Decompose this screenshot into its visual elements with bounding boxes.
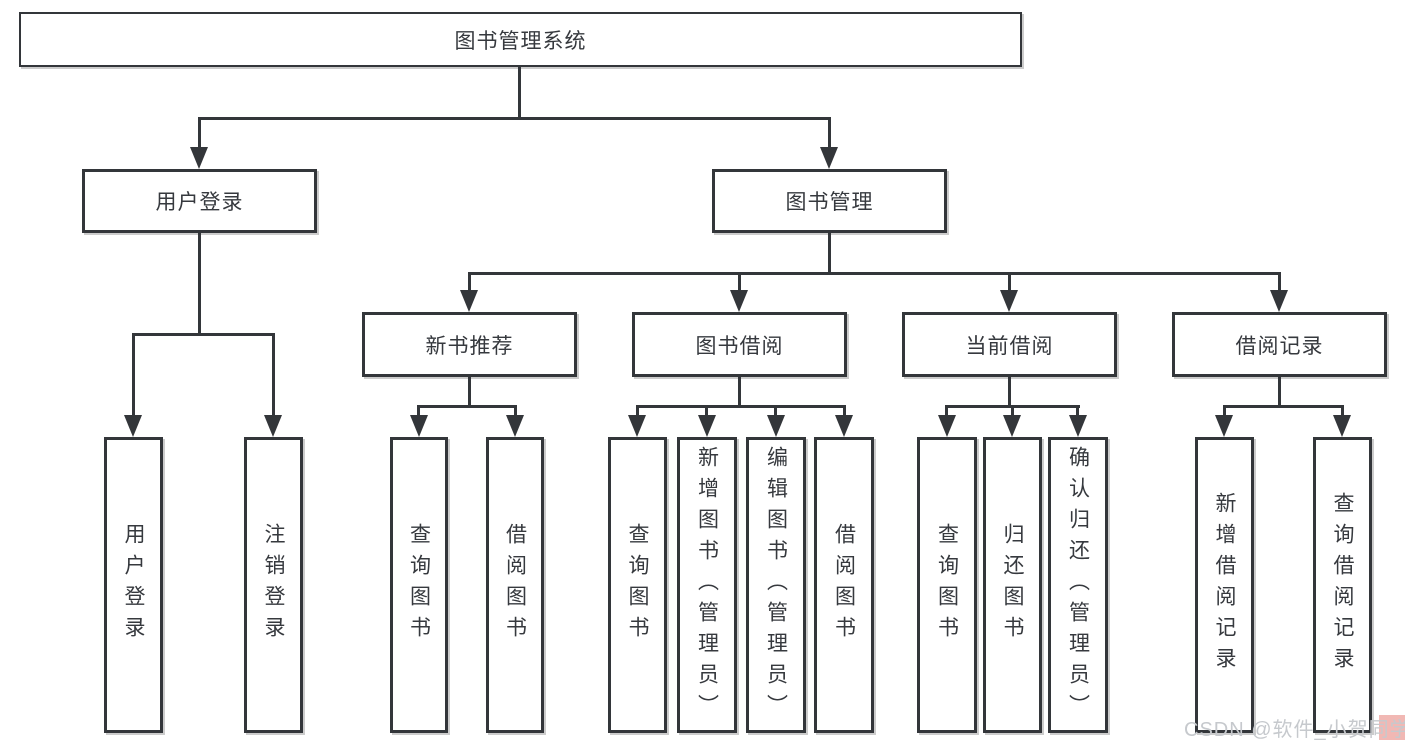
connector-line: [468, 272, 1281, 275]
arrow-down-icon: [1003, 415, 1021, 437]
arrow-down-icon: [124, 415, 142, 437]
leaf-cb-confirm-return-admin: 确认归还（管理员）: [1048, 437, 1108, 733]
node-book-borrow: 图书借阅: [632, 312, 847, 377]
arrow-down-icon: [698, 415, 716, 437]
node-root: 图书管理系统: [19, 12, 1022, 67]
arrow-down-icon: [190, 147, 208, 169]
leaf-logout-label: 注销登录: [262, 523, 285, 647]
leaf-nb-borrow-books-label: 借阅图书: [503, 523, 527, 647]
connector-line: [132, 333, 135, 418]
connector-line: [1341, 405, 1344, 421]
node-current-borrow: 当前借阅: [902, 312, 1117, 377]
arrow-down-icon: [1333, 415, 1351, 437]
node-book-borrow-label: 图书借阅: [695, 334, 784, 358]
node-book-management: 图书管理: [712, 169, 947, 233]
leaf-br-query-record-label: 查询借阅记录: [1331, 492, 1354, 678]
arrow-down-icon: [1069, 415, 1087, 437]
arrow-down-icon: [628, 415, 646, 437]
connector-line: [1008, 377, 1011, 408]
arrow-down-icon: [506, 415, 524, 437]
connector-line: [468, 272, 471, 296]
leaf-bb-borrow-books-label: 借阅图书: [832, 523, 856, 647]
arrow-down-icon: [460, 290, 478, 312]
connector-line: [945, 405, 948, 421]
leaf-cb-query-books-label: 查询图书: [935, 523, 959, 647]
connector-line: [1278, 377, 1281, 408]
node-root-label: 图书管理系统: [454, 29, 587, 53]
connector-line: [1223, 405, 1344, 408]
leaf-bb-borrow-books: 借阅图书: [814, 437, 874, 733]
connector-line: [417, 405, 420, 421]
connector-line: [1076, 405, 1079, 421]
node-user-login: 用户登录: [82, 169, 317, 233]
connector-line: [828, 233, 831, 274]
connector-line: [636, 405, 846, 408]
connector-line: [1278, 272, 1281, 296]
arrow-down-icon: [1000, 290, 1018, 312]
node-borrow-records-label: 借阅记录: [1235, 334, 1324, 358]
leaf-cb-query-books: 查询图书: [917, 437, 977, 733]
leaf-bb-edit-books-admin: 编辑图书（管理员）: [746, 437, 806, 733]
watermark-accent: [1379, 715, 1405, 740]
connector-line: [198, 233, 201, 336]
leaf-bb-edit-books-admin-label: 编辑图书（管理员）: [764, 445, 788, 725]
connector-line: [705, 405, 708, 421]
leaf-bb-add-books-admin: 新增图书（管理员）: [677, 437, 737, 733]
leaf-nb-query-books: 查询图书: [390, 437, 448, 733]
connector-line: [774, 405, 777, 421]
leaf-bb-add-books-admin-label: 新增图书（管理员）: [695, 445, 719, 725]
arrow-down-icon: [835, 415, 853, 437]
arrow-down-icon: [410, 415, 428, 437]
connector-line: [1008, 272, 1011, 296]
arrow-down-icon: [1270, 290, 1288, 312]
connector-line: [198, 117, 201, 150]
leaf-nb-query-books-label: 查询图书: [407, 523, 431, 647]
node-user-login-label: 用户登录: [155, 191, 244, 214]
leaf-br-query-record: 查询借阅记录: [1313, 437, 1372, 733]
connector-line: [843, 405, 846, 421]
connector-line: [1223, 405, 1226, 421]
arrow-down-icon: [820, 147, 838, 169]
node-new-book-recommend-label: 新书推荐: [425, 334, 514, 358]
node-current-borrow-label: 当前借阅: [965, 334, 1054, 358]
node-new-book-recommend: 新书推荐: [362, 312, 577, 377]
arrow-down-icon: [767, 415, 785, 437]
node-borrow-records: 借阅记录: [1172, 312, 1387, 377]
leaf-user-login: 用户登录: [104, 437, 163, 733]
connector-line: [738, 272, 741, 296]
connector-line: [518, 67, 521, 118]
leaf-cb-return-books: 归还图书: [983, 437, 1042, 733]
leaf-bb-query-books-label: 查询图书: [626, 523, 649, 647]
arrow-down-icon: [264, 415, 282, 437]
connector-line: [828, 117, 831, 150]
connector-line: [514, 405, 517, 421]
connector-line: [468, 377, 471, 408]
arrow-down-icon: [730, 290, 748, 312]
leaf-bb-query-books: 查询图书: [608, 437, 667, 733]
leaf-br-add-record: 新增借阅记录: [1195, 437, 1254, 733]
leaf-cb-confirm-return-admin-label: 确认归还（管理员）: [1066, 445, 1090, 725]
connector-line: [132, 333, 275, 336]
arrow-down-icon: [938, 415, 956, 437]
leaf-user-login-label: 用户登录: [122, 523, 145, 647]
arrow-down-icon: [1215, 415, 1233, 437]
connector-line: [636, 405, 639, 421]
connector-line: [738, 377, 741, 408]
connector-line: [1011, 405, 1014, 421]
node-book-management-label: 图书管理: [785, 191, 874, 214]
watermark-text: CSDN @软件_小贺同学: [1184, 719, 1405, 741]
leaf-br-add-record-label: 新增借阅记录: [1213, 492, 1236, 678]
connector-line: [198, 117, 831, 120]
connector-line: [417, 405, 517, 408]
connector-line: [272, 333, 275, 418]
leaf-nb-borrow-books: 借阅图书: [486, 437, 544, 733]
leaf-logout: 注销登录: [244, 437, 303, 733]
leaf-cb-return-books-label: 归还图书: [1001, 523, 1024, 647]
